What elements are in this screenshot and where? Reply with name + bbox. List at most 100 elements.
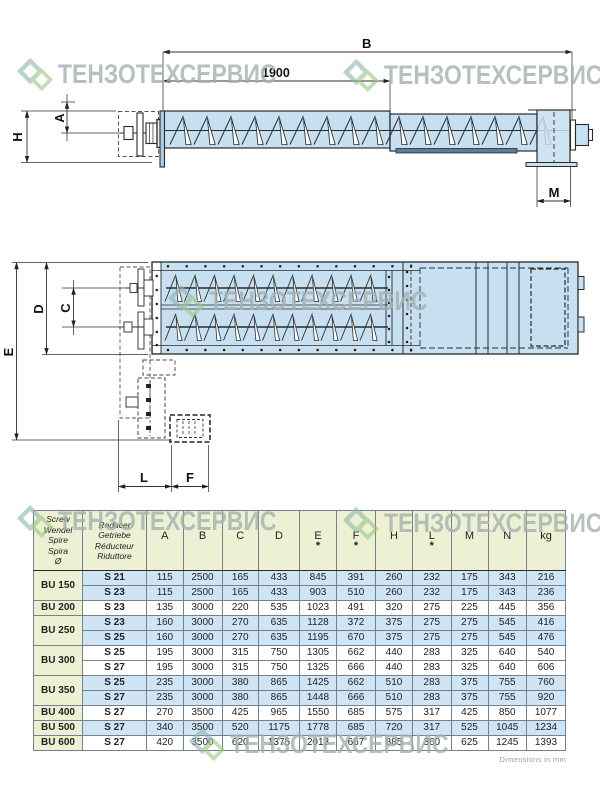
value-cell: 236	[526, 585, 566, 601]
value-cell: 666	[336, 690, 376, 706]
value-cell: 755	[487, 690, 527, 706]
value-cell: 662	[336, 645, 376, 661]
value-cell: 315	[221, 645, 259, 661]
side-view-drawing	[118, 109, 594, 168]
value-cell: 635	[258, 615, 300, 631]
value-cell: 1305	[299, 645, 337, 661]
value-cell: 1448	[299, 690, 337, 706]
value-cell: 165	[221, 570, 259, 586]
dim-label-m: M	[549, 185, 560, 200]
value-cell: 380	[221, 690, 259, 706]
model-cell: BU 500	[33, 720, 83, 736]
value-cell: 343	[487, 585, 527, 601]
model-cell: BU 200	[33, 600, 83, 616]
value-cell: 320	[375, 600, 413, 616]
value-cell: 440	[375, 660, 413, 676]
dim-label-l: L	[140, 470, 148, 485]
dim-label-h: H	[10, 132, 25, 141]
value-cell: 115	[146, 585, 184, 601]
value-cell: 575	[375, 705, 413, 721]
value-cell: 325	[450, 660, 489, 676]
value-cell: 317	[412, 720, 452, 736]
value-cell: 1023	[299, 600, 337, 616]
value-cell: 3000	[182, 615, 223, 631]
value-cell: 160	[146, 615, 184, 631]
value-cell: 3000	[182, 630, 223, 646]
value-cell: 1195	[299, 630, 337, 646]
value-cell: 1778	[299, 720, 337, 736]
value-cell: 662	[336, 675, 376, 691]
value-cell: 115	[146, 570, 184, 586]
value-cell: 845	[299, 570, 337, 586]
value-cell: 1234	[526, 720, 566, 736]
value-cell: 476	[526, 630, 566, 646]
value-cell: 175	[450, 585, 489, 601]
value-cell: 1325	[299, 660, 337, 676]
dim-label-f: F	[186, 470, 194, 485]
col-header-M: M	[450, 510, 489, 571]
value-cell: 1077	[526, 705, 566, 721]
reducer-cell: S 27	[82, 735, 147, 751]
reducer-cell: S 23	[82, 615, 147, 631]
value-cell: 391	[336, 570, 376, 586]
value-cell: 865	[258, 690, 300, 706]
value-cell: 1245	[487, 735, 527, 751]
value-cell: 545	[487, 630, 527, 646]
value-cell: 416	[526, 615, 566, 631]
value-cell: 433	[258, 585, 300, 601]
value-cell: 520	[221, 720, 259, 736]
value-cell: 165	[221, 585, 259, 601]
value-cell: 425	[221, 705, 259, 721]
col-header-E: E*	[299, 510, 337, 571]
value-cell: 220	[221, 600, 259, 616]
value-cell: 175	[450, 570, 489, 586]
value-cell: 275	[450, 630, 489, 646]
value-cell: 865	[258, 675, 300, 691]
value-cell: 2013	[299, 735, 337, 751]
model-cell: BU 350	[33, 675, 83, 706]
value-cell: 685	[336, 705, 376, 721]
value-cell: 135	[146, 600, 184, 616]
reducer-cell: S 23	[82, 600, 147, 616]
col-header-A: A	[146, 510, 184, 571]
value-cell: 635	[258, 630, 300, 646]
model-cell: BU 300	[33, 645, 83, 676]
value-cell: 440	[375, 645, 413, 661]
value-cell: 965	[258, 705, 300, 721]
value-cell: 1128	[299, 615, 337, 631]
value-cell: 3000	[182, 600, 223, 616]
value-cell: 343	[487, 570, 527, 586]
value-cell: 375	[375, 630, 413, 646]
value-cell: 540	[526, 645, 566, 661]
value-cell: 275	[412, 615, 452, 631]
value-cell: 225	[450, 600, 489, 616]
value-cell: 755	[487, 675, 527, 691]
value-cell: 640	[487, 660, 527, 676]
value-cell: 850	[487, 705, 527, 721]
dim-label-b: B	[362, 36, 371, 51]
value-cell: 195	[146, 645, 184, 661]
reducer-cell: S 21	[82, 570, 147, 586]
value-cell: 160	[146, 630, 184, 646]
value-cell: 216	[526, 570, 566, 586]
model-cell: BU 400	[33, 705, 83, 721]
value-cell: 270	[221, 615, 259, 631]
value-cell: 3000	[182, 675, 223, 691]
value-cell: 640	[487, 645, 527, 661]
value-cell: 445	[487, 600, 527, 616]
value-cell: 375	[375, 615, 413, 631]
col-header-L: L*	[412, 510, 452, 571]
model-cell: BU 600	[33, 735, 83, 751]
value-cell: 270	[221, 630, 259, 646]
value-cell: 606	[526, 660, 566, 676]
value-cell: 666	[336, 660, 376, 676]
